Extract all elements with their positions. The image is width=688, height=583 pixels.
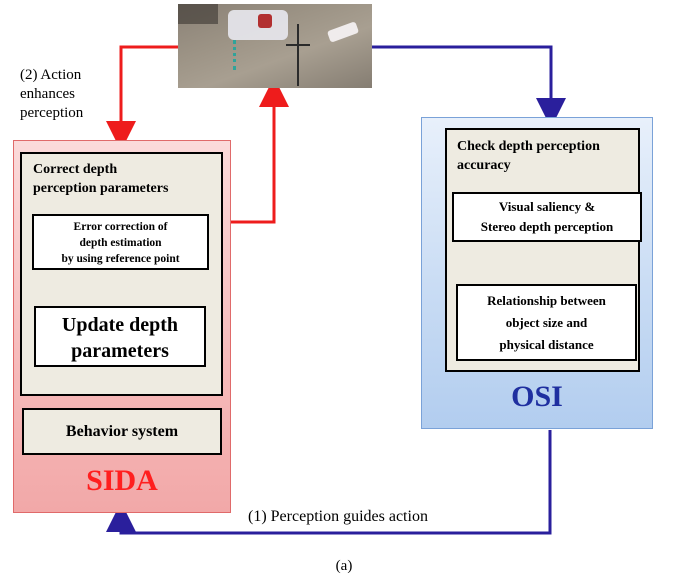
update-depth-parameters-box: Update depth parameters: [34, 306, 206, 367]
photo-shadow: [178, 4, 218, 24]
update-line-2: parameters: [71, 340, 169, 362]
behavior-system-box: Behavior system: [22, 408, 222, 455]
sida-heading-line-1: Correct depth: [33, 162, 118, 177]
relationship-box: Relationship between object size and phy…: [456, 284, 637, 361]
robot-scene-photo: [178, 4, 372, 88]
sida-heading-line-2: perception parameters: [33, 181, 169, 196]
saliency-line-1: Visual saliency &: [498, 199, 596, 214]
error-correction-box: Error correction of depth estimation by …: [32, 214, 209, 270]
robot-detail: [258, 14, 272, 28]
feedback-left-line-3: perception: [20, 105, 84, 121]
sida-title: SIDA: [86, 464, 158, 497]
floor-tick: [286, 44, 310, 46]
visual-saliency-box: Visual saliency & Stereo depth perceptio…: [452, 192, 642, 242]
saliency-line-2: Stereo depth perception: [480, 219, 614, 234]
blue-arrow-photo-to-osi: [372, 45, 566, 128]
osi-inner-heading: Check depth perception accuracy: [457, 137, 600, 175]
relationship-line-3: physical distance: [499, 337, 594, 352]
sida-inner-heading: Correct depth perception parameters: [33, 160, 168, 198]
osi-heading-line-1: Check depth perception: [457, 139, 600, 154]
error-line-3: by using reference point: [61, 253, 180, 265]
error-line-2: depth estimation: [79, 237, 162, 249]
error-line-1: Error correction of: [73, 221, 168, 233]
red-arrow-photo-to-sida: [106, 45, 178, 151]
relationship-line-2: object size and: [505, 315, 588, 330]
feedback-left-line-2: enhances: [20, 86, 75, 102]
osi-heading-line-2: accuracy: [457, 158, 511, 173]
feedback-bottom-label: (1) Perception guides action: [248, 508, 428, 525]
feedback-left-label: (2) Action enhances perception: [20, 66, 83, 123]
reference-object: [326, 21, 360, 43]
osi-title: OSI: [511, 380, 563, 413]
feedback-left-line-1: (2) Action: [20, 67, 82, 83]
path-marker: [233, 40, 250, 70]
floor-line: [297, 24, 299, 86]
red-arrow-sida-to-photo: [223, 77, 289, 224]
relationship-line-1: Relationship between: [487, 293, 606, 308]
blue-arrow-osi-to-sida: [106, 430, 552, 535]
update-line-1: Update depth: [61, 314, 179, 336]
behavior-system-label: Behavior system: [65, 423, 179, 440]
figure-caption: (a): [335, 558, 353, 574]
